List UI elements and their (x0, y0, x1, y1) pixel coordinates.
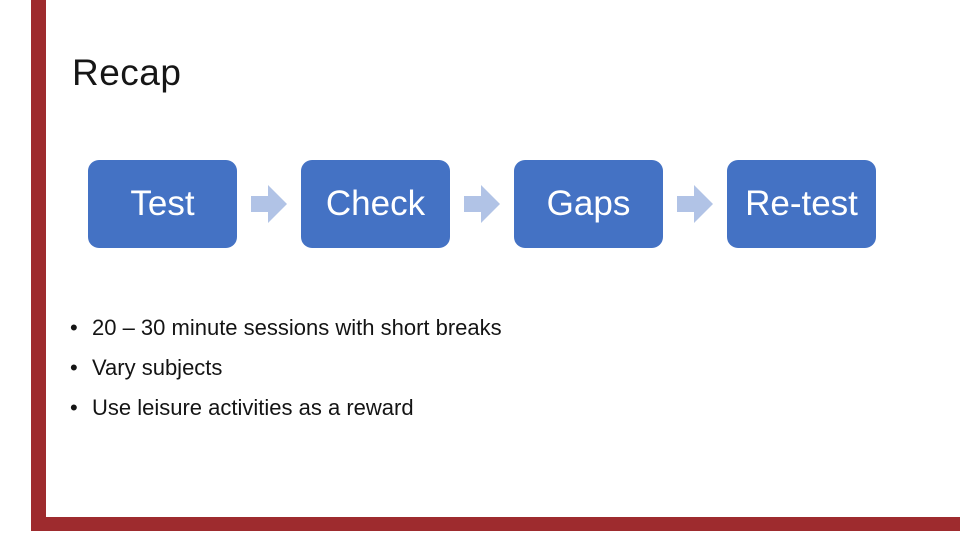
flow-arrow-icon (677, 185, 713, 223)
step-box-check: Check (301, 160, 450, 248)
step-box-gaps: Gaps (514, 160, 663, 248)
slide-title: Recap (72, 52, 182, 93)
step-box-test: Test (88, 160, 237, 248)
bullet-icon: • (70, 355, 78, 380)
bullet-text: Vary subjects (92, 355, 223, 380)
bullet-text: Use leisure activities as a reward (92, 395, 414, 420)
bullet-icon: • (70, 315, 78, 340)
bullet-list: • 20 – 30 minute sessions with short bre… (70, 308, 502, 428)
step-label: Check (325, 184, 426, 223)
bullet-icon: • (70, 395, 78, 420)
process-flow: Test Check Gaps Re-test (88, 160, 876, 248)
list-item: • Vary subjects (70, 348, 502, 388)
step-label: Test (130, 184, 195, 223)
step-label: Re-test (745, 184, 858, 223)
flow-arrow-icon (251, 185, 287, 223)
bullet-text: 20 – 30 minute sessions with short break… (92, 315, 502, 340)
flow-arrow-icon (464, 185, 500, 223)
list-item: • 20 – 30 minute sessions with short bre… (70, 308, 502, 348)
accent-bar-left (31, 0, 46, 531)
step-label: Gaps (546, 184, 631, 223)
step-box-retest: Re-test (727, 160, 876, 248)
accent-bar-bottom (31, 517, 960, 531)
list-item: • Use leisure activities as a reward (70, 388, 502, 428)
